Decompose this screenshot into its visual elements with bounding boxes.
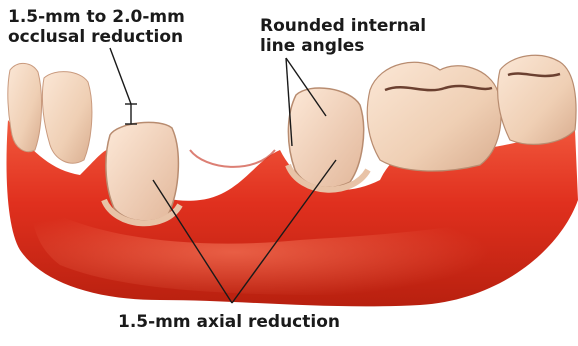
rounded-label-line-2: line angles: [260, 36, 426, 56]
occlusal-label-line-1: 1.5-mm to 2.0-mm: [8, 7, 185, 27]
rounded-angles-label: Rounded internal line angles: [260, 16, 426, 56]
prepared-tooth-right: [288, 88, 363, 187]
occlusal-label-line-2: occlusal reduction: [8, 27, 185, 47]
prepared-tooth-left: [106, 122, 178, 220]
molar-1: [367, 62, 501, 171]
axial-reduction-label: 1.5-mm axial reduction: [118, 312, 340, 332]
occlusal-pointer-line: [110, 48, 131, 104]
left-tooth-2: [42, 72, 92, 164]
molar-2: [498, 55, 576, 144]
occlusal-reduction-label: 1.5-mm to 2.0-mm occlusal reduction: [8, 7, 185, 47]
left-tooth-1: [8, 63, 42, 151]
rounded-label-line-1: Rounded internal: [260, 16, 426, 36]
